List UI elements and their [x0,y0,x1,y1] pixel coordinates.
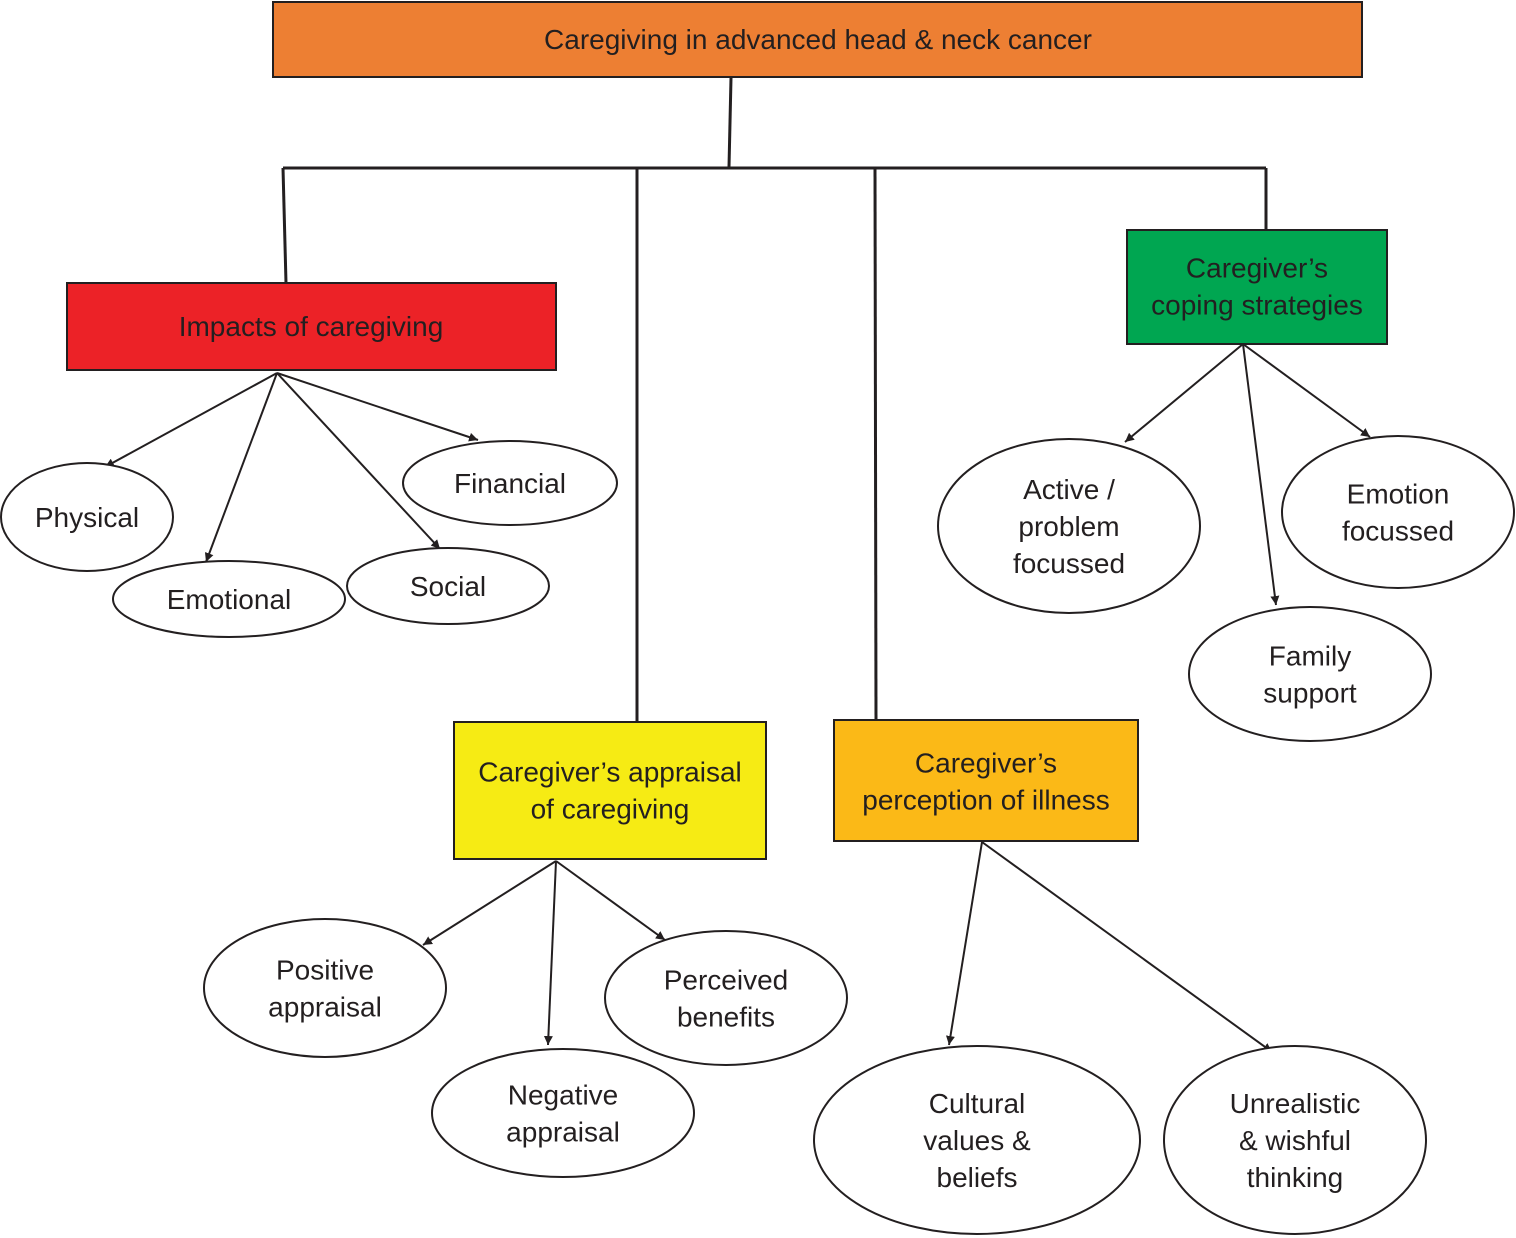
subtheme-positive: Positive appraisal [203,918,447,1058]
arrow-active [1124,343,1244,443]
theme-impacts-label-line-1: Impacts of caregiving [179,311,444,342]
subtheme-cultural-label-line-2: values & [923,1125,1031,1156]
subtheme-unrealistic-label-line-3: thinking [1247,1162,1344,1193]
subtheme-unrealistic-label-line-1: Unrealistic [1230,1088,1361,1119]
theme-appraisal-label: Caregiver’s appraisal of caregiving [478,756,742,824]
impacts-connector [281,167,288,284]
theme-impacts-label: Impacts of caregiving [179,311,444,342]
subtheme-active-label: Active / problem focussed [1013,474,1125,579]
subtheme-family-label-line-1: Family [1269,640,1351,671]
subtheme-emotion-focussed: Emotion focussed [1281,435,1515,589]
arrow-physical [104,372,278,468]
subtheme-physical-label-line-1: Physical [35,502,139,533]
subtheme-positive-label: Positive appraisal [268,954,382,1022]
theme-perception-label-line-2: perception of illness [862,784,1109,815]
arrows [104,343,1371,1053]
arrow-negative [543,860,557,1046]
subtheme-social-label: Social [410,571,486,602]
subtheme-active: Active / problem focussed [937,438,1201,614]
subtheme-positive-label-line-1: Positive [276,954,374,985]
subtheme-active-label-line-1: Active / [1023,474,1115,505]
subtheme-benefits-label-line-2: benefits [677,1001,775,1032]
theme-coping-label-line-2: coping strategies [1151,289,1363,320]
subtheme-benefits-label-line-1: Perceived [664,964,789,995]
subtheme-emotional-label-line-1: Emotional [167,584,292,615]
root-label-line-1: Caregiving in advanced head & neck cance… [544,24,1092,55]
subtheme-financial: Financial [402,440,618,526]
theme-appraisal-label-line-1: Caregiver’s appraisal [478,756,742,787]
arrow-benefits [555,860,666,941]
subtheme-family: Family support [1188,606,1432,742]
subtheme-unrealistic-label-line-2: & wishful [1239,1125,1351,1156]
subtheme-emotional: Emotional [112,560,346,638]
subtheme-financial-label-line-1: Financial [454,468,566,499]
subtheme-social-label-line-1: Social [410,571,486,602]
theme-coping: Caregiver’s coping strategies [1126,229,1388,345]
arrow-positive [422,860,557,946]
theme-appraisal: Caregiver’s appraisal of caregiving [453,721,767,860]
arrow-social [276,372,441,550]
theme-impacts: Impacts of caregiving [66,282,557,371]
theme-coping-label: Caregiver’s coping strategies [1151,252,1363,320]
theme-perception: Caregiver’s perception of illness [833,719,1139,842]
subtheme-cultural: Cultural values & beliefs [813,1045,1141,1235]
subtheme-family-label-line-2: support [1263,677,1357,708]
connector-lines [281,77,1268,722]
arrow-family [1242,343,1280,606]
subtheme-active-label-line-3: focussed [1013,548,1125,579]
subtheme-emotion-focussed-label-line-1: Emotion [1347,478,1450,509]
subtheme-active-label-line-2: problem [1018,511,1119,542]
theme-coping-label-line-1: Caregiver’s [1186,252,1328,283]
root-label: Caregiving in advanced head & neck cance… [544,24,1092,55]
subtheme-cultural-label-line-3: beliefs [937,1162,1018,1193]
subtheme-benefits-label: Perceived benefits [664,964,789,1032]
subtheme-unrealistic-label: Unrealistic & wishful thinking [1230,1088,1361,1193]
subtheme-benefits: Perceived benefits [604,930,848,1066]
subtheme-physical: Physical [0,462,174,572]
subtheme-emotional-label: Emotional [167,584,292,615]
subtheme-cultural-label-line-1: Cultural [929,1088,1025,1119]
theme-perception-label-line-1: Caregiver’s [915,747,1057,778]
root-node: Caregiving in advanced head & neck cance… [272,1,1363,78]
subtheme-cultural-label: Cultural values & beliefs [923,1088,1031,1193]
theme-appraisal-label-line-2: of caregiving [531,793,690,824]
arrow-emotional [204,372,278,563]
arrow-cultural [946,841,983,1046]
subtheme-physical-label: Physical [35,502,139,533]
subtheme-financial-label: Financial [454,468,566,499]
subtheme-social: Social [346,547,550,625]
subtheme-unrealistic: Unrealistic & wishful thinking [1163,1045,1427,1235]
subtheme-positive-label-line-2: appraisal [268,991,382,1022]
perception-connector [873,167,878,721]
theme-perception-label: Caregiver’s perception of illness [862,747,1109,815]
subtheme-family-label: Family support [1263,640,1357,708]
subtheme-emotion-focussed-label-line-2: focussed [1342,515,1454,546]
subtheme-negative-label: Negative appraisal [506,1079,620,1147]
arrow-unrealistic [981,841,1273,1053]
arrow-emotion-focussed [1242,343,1371,438]
subtheme-negative: Negative appraisal [431,1048,695,1178]
subtheme-emotion-focussed-label: Emotion focussed [1342,478,1454,546]
subtheme-negative-label-line-2: appraisal [506,1116,620,1147]
root-connector [727,77,733,168]
arrow-financial [276,372,479,442]
subtheme-negative-label-line-1: Negative [508,1079,619,1110]
